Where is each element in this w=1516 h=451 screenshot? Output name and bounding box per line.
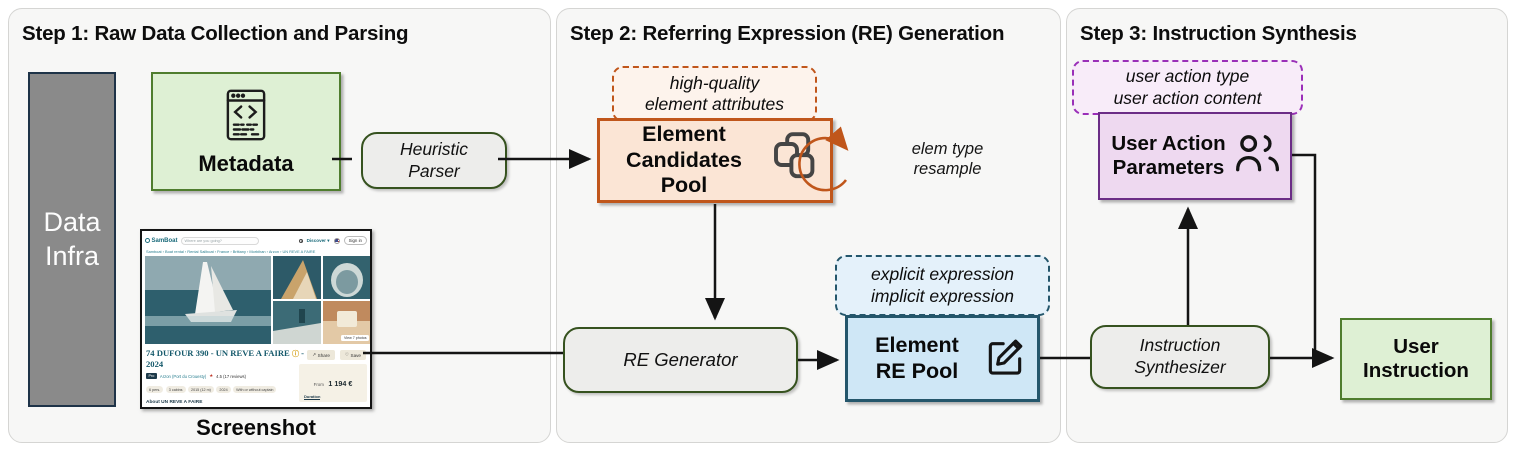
boat-photo-3 xyxy=(323,256,370,299)
chip-capacity: 6 pers. xyxy=(146,386,164,393)
user-action-note: user action type user action content xyxy=(1072,60,1303,115)
re-generator: RE Generator xyxy=(563,327,798,393)
instruction-synthesizer-label: Instruction Synthesizer xyxy=(1134,335,1226,377)
discover-menu: Discover ▾ xyxy=(306,237,330,243)
edit-pencil-icon xyxy=(983,334,1027,383)
data-infra-block: Data Infra xyxy=(28,72,116,407)
language-flag-icon xyxy=(333,237,340,244)
screenshot-caption: Screenshot xyxy=(196,415,316,440)
duration-tab: Duration xyxy=(304,394,321,400)
step3-title: Step 3: Instruction Synthesis xyxy=(1080,22,1357,45)
copy-stack-icon xyxy=(769,130,825,191)
chip-captain: With or without captain xyxy=(233,386,277,393)
expression-note: explicit expression implicit expression xyxy=(835,255,1050,316)
step2-title: Step 2: Referring Expression (RE) Genera… xyxy=(570,22,1005,45)
re-generator-label: RE Generator xyxy=(623,349,738,371)
instruction-synthesizer: Instruction Synthesizer xyxy=(1090,325,1270,389)
view-photos-button: View 7 photos xyxy=(341,335,369,341)
website-logo: SamBoat xyxy=(145,238,178,244)
metadata-label: Metadata xyxy=(198,151,294,177)
listing-title: 74 DUFOUR 390 - UN REVE A FAIRE ⓘ - 2024 xyxy=(146,348,304,369)
boat-photo-2 xyxy=(273,256,321,299)
resample-note: elem type resample xyxy=(911,140,984,178)
share-icon: ↗ xyxy=(312,352,317,357)
panel-step1: Step 1: Raw Data Collection and Parsing … xyxy=(8,8,551,443)
photo-gallery: View 7 photos xyxy=(145,256,370,344)
metadata-box: Metadata xyxy=(151,72,341,191)
heuristic-parser: Heuristic Parser xyxy=(361,132,507,189)
listing-price: 1 194 € xyxy=(328,379,353,388)
chip-year-length: 2015 (12 m) xyxy=(188,386,214,393)
star-icon: ★ xyxy=(209,373,214,378)
heuristic-parser-label: Heuristic Parser xyxy=(399,138,469,181)
feature-chips: 6 pers. 3 cabins 2015 (12 m) 2024 With o… xyxy=(146,386,277,393)
website-header: SamBoat Where are you going? Discover ▾ … xyxy=(145,234,367,247)
candidates-pool-label: Element Candidates Pool xyxy=(626,122,742,198)
user-instruction: User Instruction xyxy=(1340,318,1492,400)
sign-in-button: Sign in xyxy=(343,236,367,245)
metadata-file-icon xyxy=(217,86,275,149)
search-icon xyxy=(298,238,303,243)
pro-badge: Pro xyxy=(146,373,157,379)
share-button: ↗ Share xyxy=(307,350,335,360)
user-action-parameters-label: User Action Parameters xyxy=(1111,131,1226,179)
data-infra-label: Data Infra xyxy=(43,206,101,271)
user-action-parameters: User Action Parameters xyxy=(1098,112,1292,200)
listing-rating: 4.5 (17 reviews) xyxy=(216,373,246,379)
listing-location: Arzon (Port du Crouesty) xyxy=(159,373,207,379)
website-search-input: Where are you going? xyxy=(180,236,259,245)
save-button: ♡ Save xyxy=(339,350,366,360)
main-boat-photo xyxy=(145,256,271,344)
heart-icon: ♡ xyxy=(344,352,350,357)
price-box: From 1 194 € Duration xyxy=(299,364,367,402)
chip-model-year: 2024 xyxy=(216,386,231,393)
info-icon: ⓘ xyxy=(291,350,299,358)
boat-photo-5: View 7 photos xyxy=(323,301,370,344)
element-re-pool: Element RE Pool xyxy=(845,315,1040,402)
attributes-note: high-quality element attributes xyxy=(612,66,817,122)
samboat-logo-icon xyxy=(145,238,150,243)
about-heading: About UN REVE A FAIRE xyxy=(146,400,203,405)
user-instruction-label: User Instruction xyxy=(1363,334,1469,382)
users-icon xyxy=(1233,133,1281,180)
chip-cabins: 3 cabins xyxy=(165,386,186,393)
re-pool-label: Element RE Pool xyxy=(875,333,959,383)
screenshot-thumbnail: SamBoat Where are you going? Discover ▾ … xyxy=(140,229,372,409)
element-candidates-pool: Element Candidates Pool xyxy=(597,118,833,203)
breadcrumb: Samboat › Boat rental › Rental Sailboat … xyxy=(146,249,316,254)
boat-photo-4 xyxy=(273,301,321,344)
step1-title: Step 1: Raw Data Collection and Parsing xyxy=(22,22,409,45)
